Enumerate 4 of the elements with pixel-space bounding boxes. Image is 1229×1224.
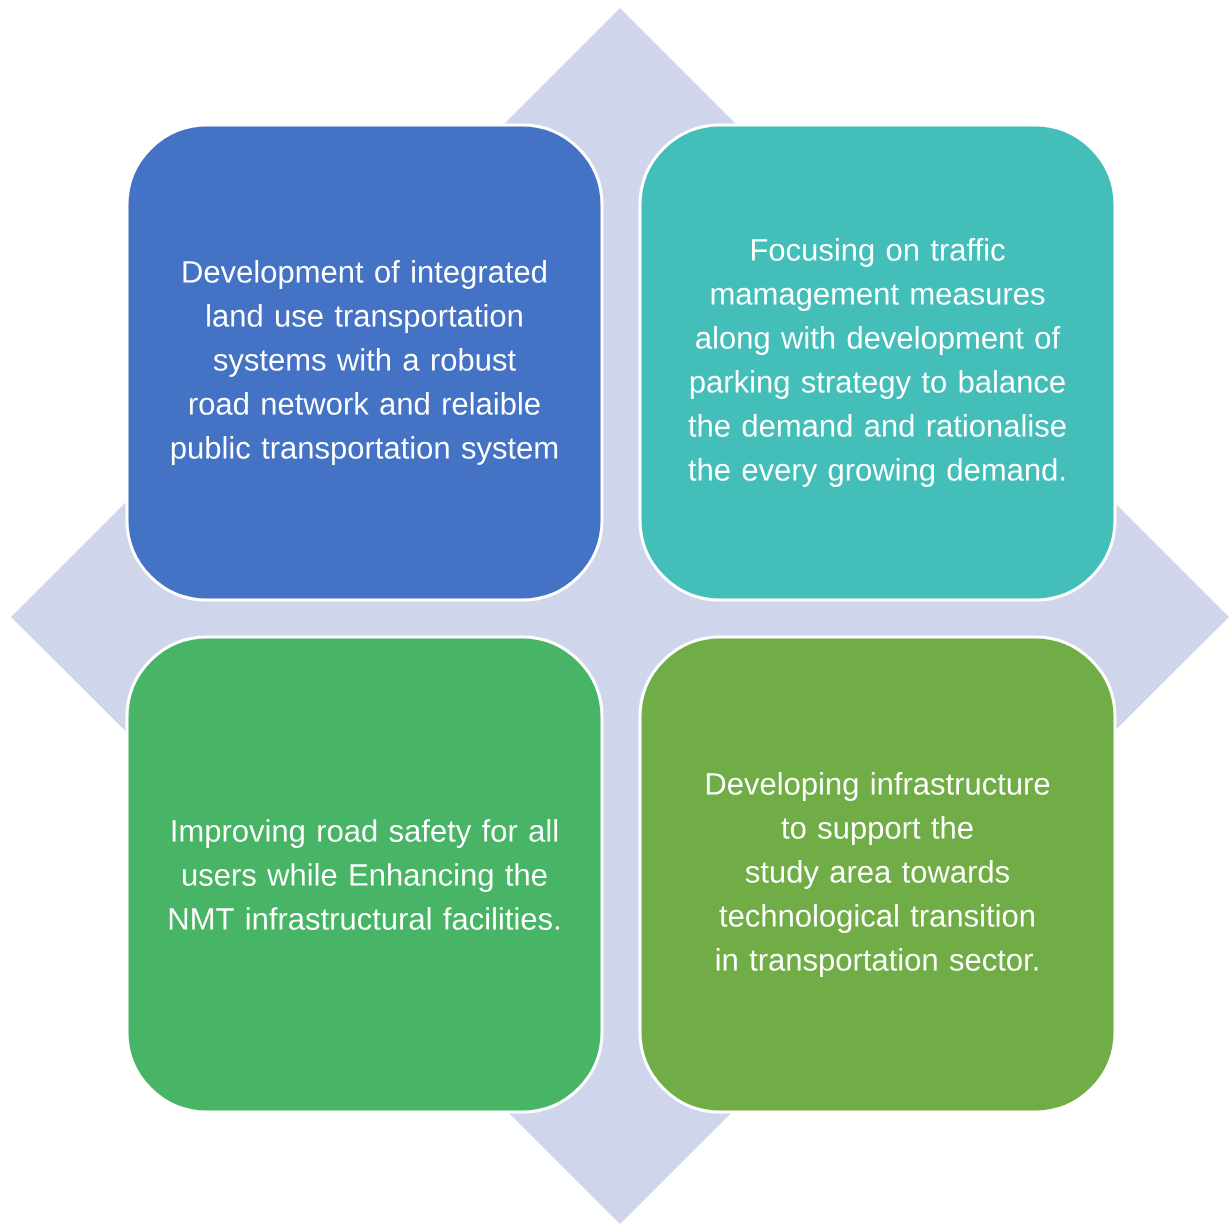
rounded-box: Focusing on traffic mamagement measures along with development of parking strategy to balance the demand and rationalise the every growing demand. <box>638 123 1117 602</box>
rounded-box: Improving road safety for all users while Enhancing the NMT infrastructural facilities. <box>125 635 604 1114</box>
rounded-box: Development of integrated land use transportation systems with a robust road network and relaible public transportation system <box>125 123 604 602</box>
rounded-box: Developing infrastructure to support the study area towards technological transition in transportation sector. <box>638 635 1117 1114</box>
